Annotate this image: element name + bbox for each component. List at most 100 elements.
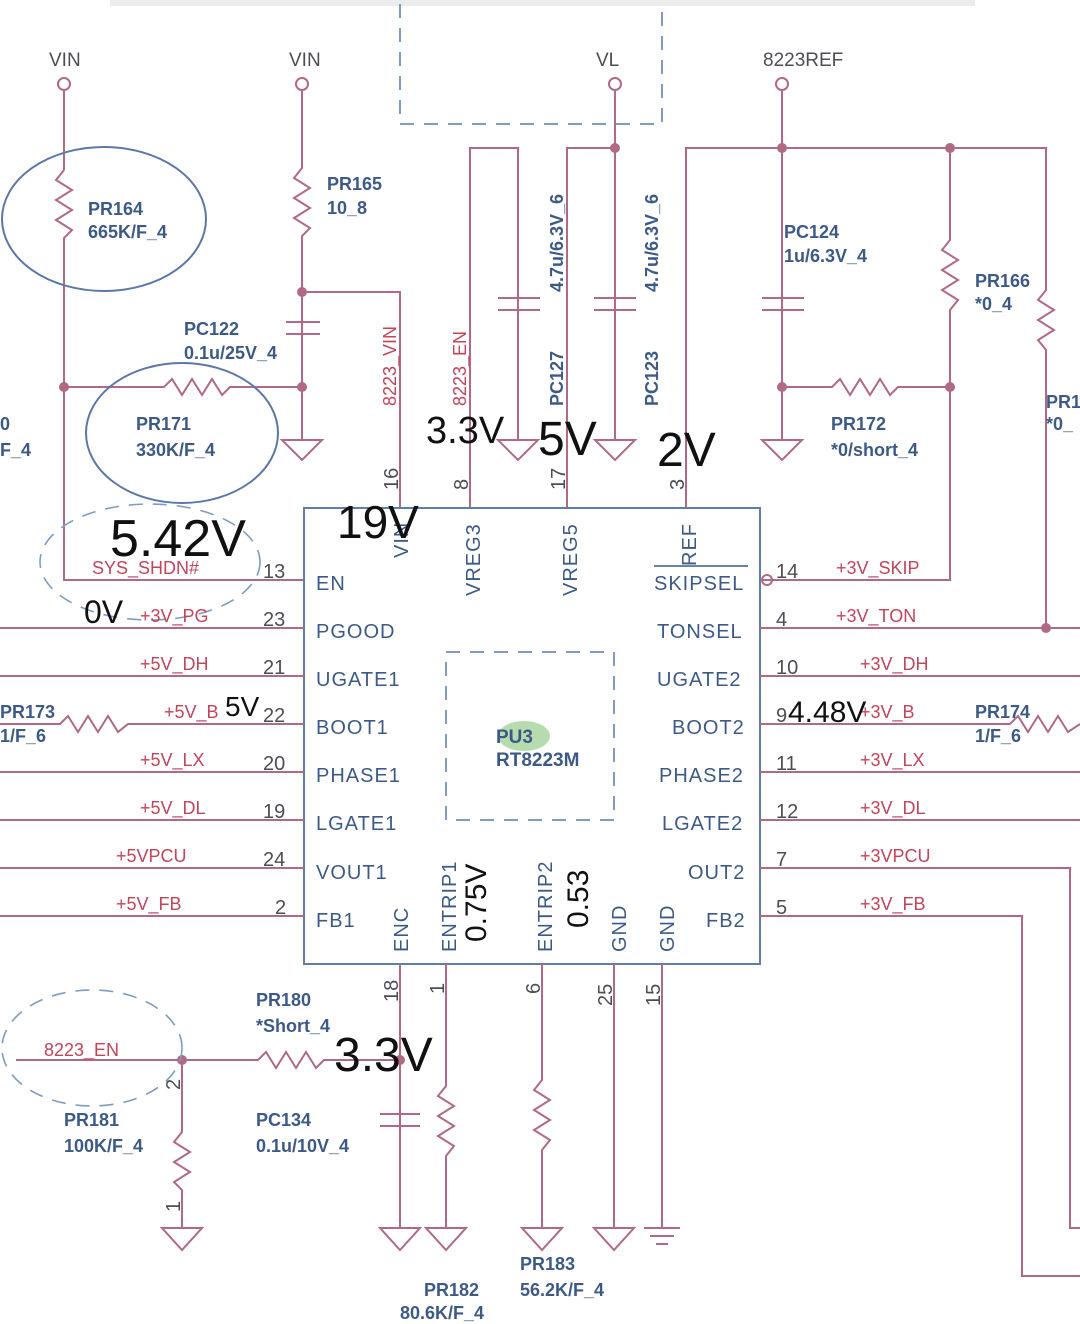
pr181-value: 100K/F_4 [64, 1136, 143, 1156]
pin-vreg5: VREG5 [560, 523, 582, 596]
vin-left-label: VIN [49, 50, 81, 71]
net-5v-b: +5V_B [164, 702, 219, 723]
net-3v-skip: +3V_SKIP [836, 558, 920, 579]
pin-25: 25 [595, 984, 617, 1006]
pr171-annotation-circle [85, 362, 279, 504]
pin-fb2: FB2 [706, 910, 746, 932]
pin-entrip2: ENTRIP2 [535, 861, 557, 952]
pr164-value: 665K/F_4 [88, 222, 167, 242]
pin-7: 7 [776, 849, 787, 871]
pr183-value: 56.2K/F_4 [520, 1280, 604, 1300]
right-pins: SKIPSEL 14 +3V_SKIP TONSEL 4 +3V_TON UGA… [654, 558, 931, 932]
left-pin-wires [0, 627, 304, 917]
pc134-value: 0.1u/10V_4 [256, 1136, 349, 1156]
pin-8: 8 [451, 479, 473, 490]
pr164-ref: PR164 [88, 199, 143, 219]
pin-lgate1: LGATE1 [316, 813, 397, 835]
pr172-ref: PR172 [831, 414, 886, 434]
pin-17: 17 [548, 468, 570, 490]
pin-15: 15 [643, 984, 665, 1006]
pr174-ref: PR174 [975, 702, 1030, 722]
vreg-caps [469, 77, 638, 508]
pr173-value: 1/F_6 [0, 726, 46, 746]
pin-gnd-15: GND [657, 905, 679, 952]
pin-skipsel: SKIPSEL [654, 573, 744, 595]
measurement-entrip1: 0.75V [460, 864, 493, 942]
pin-12: 12 [776, 801, 798, 823]
net-8223-vin: 8223_VIN [380, 326, 401, 406]
measurement-ref: 2V [657, 424, 716, 477]
pr183-ref: PR183 [520, 1254, 575, 1274]
pin-vout1: VOUT1 [316, 862, 388, 884]
pin-14: 14 [776, 561, 798, 583]
pin-24: 24 [263, 849, 285, 871]
pin-entrip1: ENTRIP1 [439, 861, 461, 952]
pin-20: 20 [263, 753, 285, 775]
net-3v-b: +3V_B [860, 702, 915, 723]
en-8223-network [16, 1050, 405, 1252]
pr-right-cut-value: *0_ [1046, 414, 1074, 434]
vl-label: VL [596, 50, 619, 71]
net-3v-ton: +3V_TON [836, 606, 916, 627]
pin-9: 9 [776, 705, 787, 727]
measurement-boot2: 4.48V [788, 696, 866, 729]
net-3vpcu: +3VPCU [860, 846, 931, 866]
top-pins: 16 VIN 8 VREG3 17 VREG5 3 REF [381, 468, 701, 596]
ref-8223-label: 8223REF [763, 50, 843, 71]
pin-ref: REF [679, 523, 701, 566]
net-3v-fb: +3V_FB [860, 894, 926, 915]
ic-body [303, 507, 761, 965]
pc123-ref: PC123 [642, 351, 662, 406]
pr165-value: 10_8 [327, 198, 367, 218]
net-3v-pg: +3V_PG [140, 606, 209, 627]
pin-ugate2: UGATE2 [657, 669, 742, 691]
pr180-value: *Short_4 [256, 1016, 330, 1036]
ic-part: RT8223M [496, 750, 579, 771]
measurement-vreg3: 3.3V [426, 410, 505, 452]
net-5vpcu: +5VPCU [116, 846, 187, 866]
right-pin-wires [760, 574, 1080, 1277]
net-5v-fb: +5V_FB [116, 894, 182, 915]
en-8223-annotation-circle [1, 989, 183, 1107]
pin-vreg3: VREG3 [463, 523, 485, 596]
net-8223-en-bottom: 8223_EN [44, 1040, 119, 1061]
pin-23: 23 [263, 609, 285, 631]
pin-19: 19 [263, 801, 285, 823]
measurement-en: 5.42V [110, 510, 246, 568]
net-3v-dl: +3V_DL [860, 798, 926, 819]
pr180-ref: PR180 [256, 990, 311, 1010]
pin-5: 5 [776, 897, 787, 919]
ic-inner-dashed [445, 651, 615, 821]
pr165-ref: PR165 [327, 174, 382, 194]
pin-4: 4 [776, 609, 787, 631]
net-5v-dh: +5V_DH [140, 654, 209, 675]
top-shadow [110, 0, 975, 6]
pr171-value: 330K/F_4 [136, 440, 215, 460]
pin-fb1: FB1 [316, 910, 356, 932]
measurement-enc: 3.3V [334, 1029, 433, 1082]
pc127-value: 4.7u/6.3V_6 [547, 194, 567, 292]
pr171-ref: PR171 [136, 414, 191, 434]
vin-right-label: VIN [289, 50, 321, 71]
measurement-entrip2: 0.53 [562, 870, 595, 928]
pin-21: 21 [263, 657, 285, 679]
pin-tonsel: TONSEL [657, 621, 743, 643]
net-3v-dh: +3V_DH [860, 654, 929, 675]
pr166-value: *0_4 [975, 294, 1012, 314]
pc122-value: 0.1u/25V_4 [184, 343, 277, 363]
pr166-ref: PR166 [975, 271, 1030, 291]
pin-1: 1 [427, 983, 449, 994]
pc122-ref: PC122 [184, 319, 239, 339]
pin-11: 11 [776, 753, 797, 775]
pr-left-cut-value2: F_4 [0, 440, 31, 460]
pr182-ref: PR182 [424, 1280, 479, 1300]
measurement-annotations: 5.42V 0V 19V 3.3V 5V 2V 5V 4.48V 0.75V 0… [84, 410, 866, 1082]
pr-right-cut-ref: PR1 [1046, 392, 1080, 412]
pu3-highlight [498, 721, 550, 751]
pin-13: 13 [263, 561, 285, 583]
pin-vin: VIN [391, 522, 413, 558]
ref-network [685, 77, 1056, 633]
bottom-pin-wires [377, 964, 680, 1252]
measurement-vin: 19V [337, 496, 419, 548]
pin-3: 3 [667, 479, 689, 490]
